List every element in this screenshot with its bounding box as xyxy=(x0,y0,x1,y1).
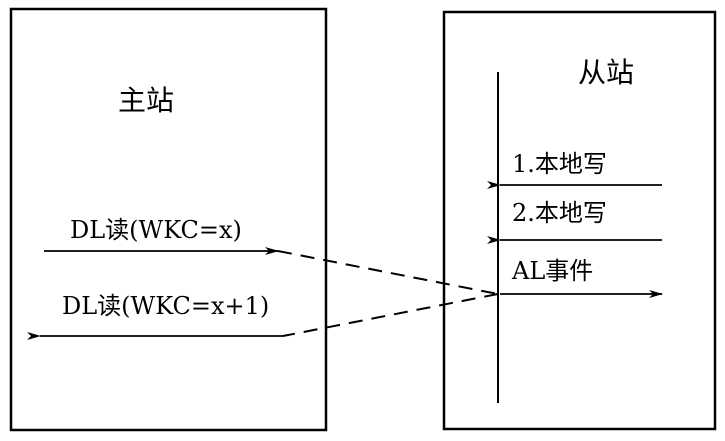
dashed-request-line xyxy=(277,250,499,295)
dl-read-out-label: DL读(WKC=x) xyxy=(70,216,242,244)
al-event-label: AL事件 xyxy=(511,257,593,285)
dashed-response-line xyxy=(282,293,499,337)
master-box xyxy=(9,7,328,432)
local-write-2-label: 2.本地写 xyxy=(512,199,607,227)
slave-box xyxy=(442,10,717,431)
dl-read-back-label: DL读(WKC=x+1) xyxy=(62,292,269,320)
master-title: 主站 xyxy=(118,84,174,117)
slave-title: 从站 xyxy=(578,56,634,89)
local-write-1-label: 1.本地写 xyxy=(512,150,607,178)
